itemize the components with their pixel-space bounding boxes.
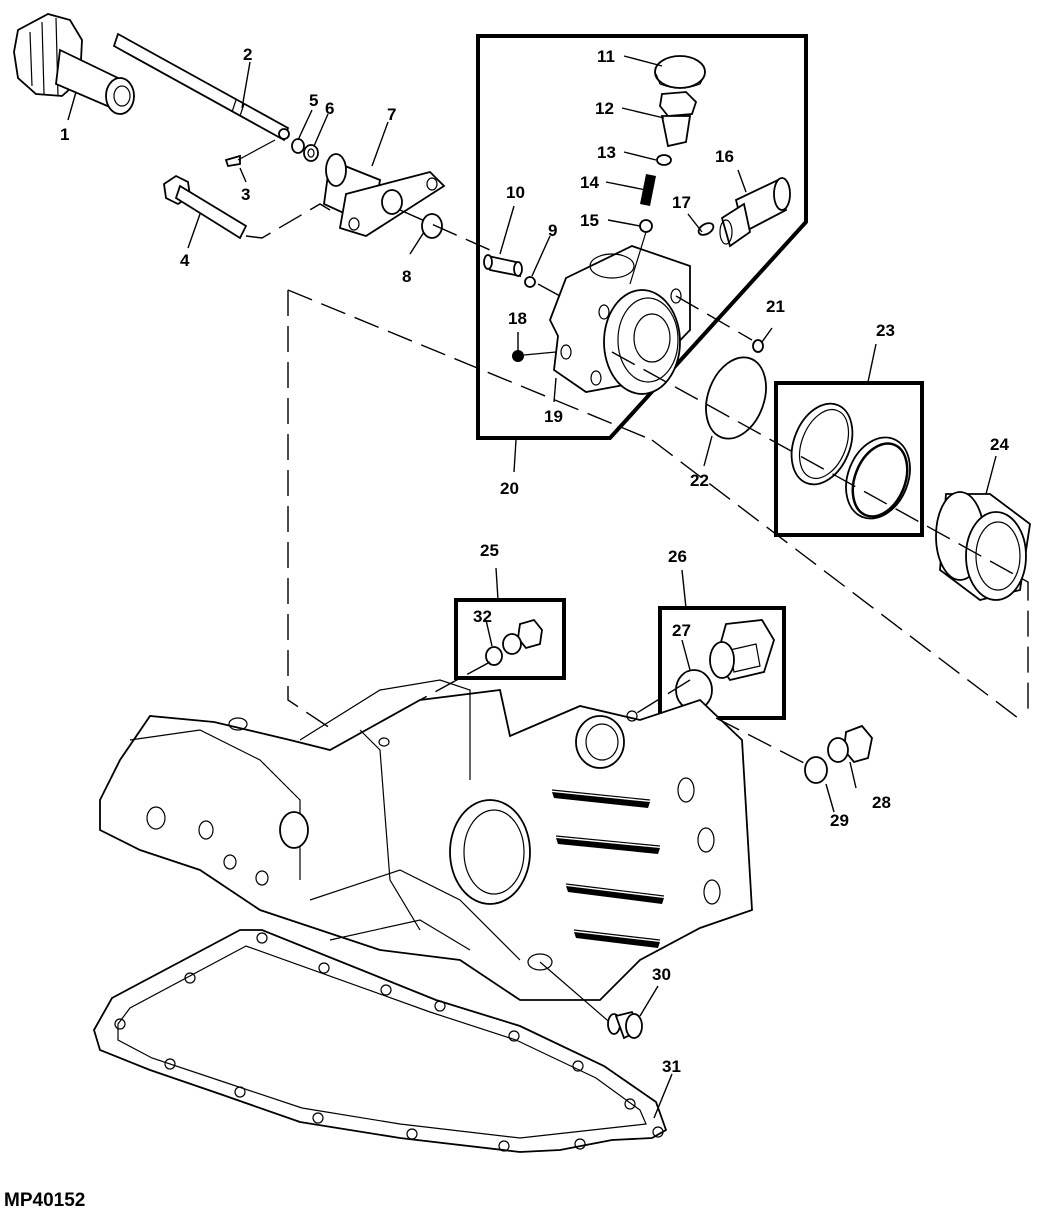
assembly-line (631, 679, 691, 717)
callout-27: 27 (672, 621, 691, 640)
part-29-o-ring (804, 756, 828, 784)
part-32-o-ring (485, 646, 503, 666)
part-15-ball (639, 219, 653, 233)
callout-26: 26 (668, 547, 687, 566)
part-7-flanged-housing (323, 153, 446, 237)
assembly-line (287, 290, 331, 729)
part-12-plug (659, 91, 698, 148)
callout-31: 31 (662, 1057, 681, 1076)
callout-5: 5 (309, 91, 318, 110)
callout-15: 15 (580, 211, 599, 230)
callout-labels: 1 2 3 4 5 6 7 8 9 10 11 12 13 14 15 16 1… (60, 45, 1009, 1076)
callout-10: 10 (506, 183, 525, 202)
callout-30: 30 (652, 965, 671, 984)
part-13-o-ring (656, 154, 672, 166)
assembly-line (675, 295, 753, 341)
part-5-washer (291, 138, 305, 154)
callout-9: 9 (548, 221, 557, 240)
callout-24: 24 (990, 435, 1009, 454)
callout-12: 12 (595, 99, 614, 118)
part-21-o-ring (752, 339, 764, 353)
part-9-washer (524, 276, 536, 288)
callout-25: 25 (480, 541, 499, 560)
callout-11: 11 (597, 47, 615, 66)
group-20-frame (476, 34, 808, 440)
part-23-seal-rings (790, 402, 911, 520)
part-22-o-ring (705, 356, 767, 440)
callout-32: 32 (473, 607, 492, 626)
part-3-pin (224, 139, 276, 168)
callout-21: 21 (766, 297, 785, 316)
callout-14: 14 (580, 173, 599, 192)
callout-28: 28 (872, 793, 891, 812)
callout-29: 29 (830, 811, 849, 830)
part-11-cap (654, 55, 706, 89)
part-4-bolt (163, 174, 248, 240)
part-26-filter-cap (709, 619, 775, 682)
callout-1: 1 (60, 125, 69, 144)
part-6-washer (303, 144, 319, 162)
part-19-valve-body (549, 231, 691, 395)
assembly-line (715, 717, 807, 765)
assembly-line (611, 351, 1029, 718)
group-25-frame (454, 598, 566, 680)
part-17-o-ring (697, 222, 715, 236)
part-16-sender (719, 177, 791, 248)
assembly-line (399, 209, 491, 251)
group-26-frame (658, 606, 786, 720)
assembly-line (537, 283, 561, 297)
part-30-plug (607, 1010, 643, 1040)
callout-18: 18 (508, 309, 527, 328)
callout-20: 20 (500, 479, 519, 498)
part-18-ball (512, 350, 524, 362)
assembly-line (651, 439, 1019, 719)
callout-3: 3 (241, 185, 250, 204)
part-25-plug (502, 618, 543, 655)
main-housing (99, 679, 753, 1001)
part-1-gear-shaft (13, 13, 135, 115)
callout-13: 13 (597, 143, 616, 162)
part-8-o-ring (421, 213, 443, 239)
part-2-shaft (112, 32, 290, 142)
part-28-plug (827, 724, 873, 764)
assembly-line (245, 203, 331, 239)
part-24-bushing (935, 491, 1031, 601)
part-14-spring (640, 174, 656, 206)
callout-4: 4 (180, 251, 190, 270)
leader-lines (67, 55, 997, 1119)
assembly-line (287, 289, 653, 441)
callout-8: 8 (402, 267, 411, 286)
callout-19: 19 (544, 407, 563, 426)
assembly-line (419, 661, 491, 701)
callout-17: 17 (672, 193, 691, 212)
callout-7: 7 (387, 105, 396, 124)
group-23-frame (774, 381, 924, 537)
callout-16: 16 (715, 147, 734, 166)
part-31-gasket (93, 929, 668, 1153)
leader-30-line (539, 961, 615, 1027)
callout-2: 2 (243, 45, 252, 64)
part-10-fitting (483, 254, 523, 278)
figure-id: MP40152 (4, 1190, 85, 1211)
callout-6: 6 (325, 99, 334, 118)
callout-23: 23 (876, 321, 895, 340)
callout-22: 22 (690, 471, 709, 490)
